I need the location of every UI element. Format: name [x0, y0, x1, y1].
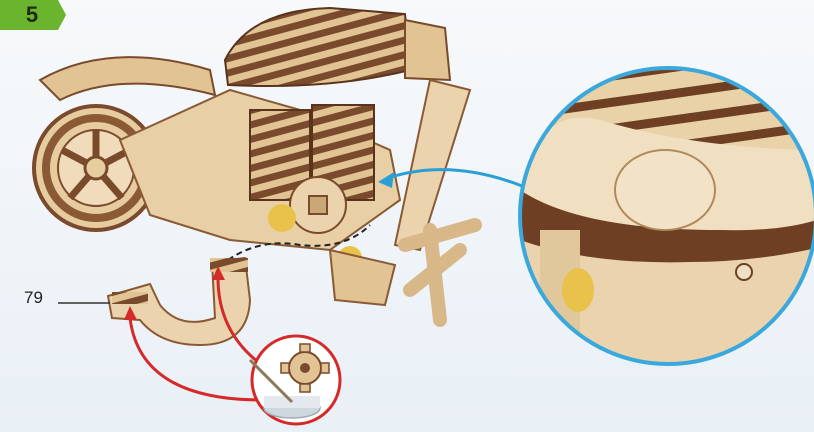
- part-number-label: 79: [24, 288, 43, 308]
- part-79: [108, 258, 250, 345]
- step-number: 5: [0, 0, 64, 30]
- magnifier-icon: [520, 40, 814, 380]
- motorcycle-model: [34, 8, 475, 320]
